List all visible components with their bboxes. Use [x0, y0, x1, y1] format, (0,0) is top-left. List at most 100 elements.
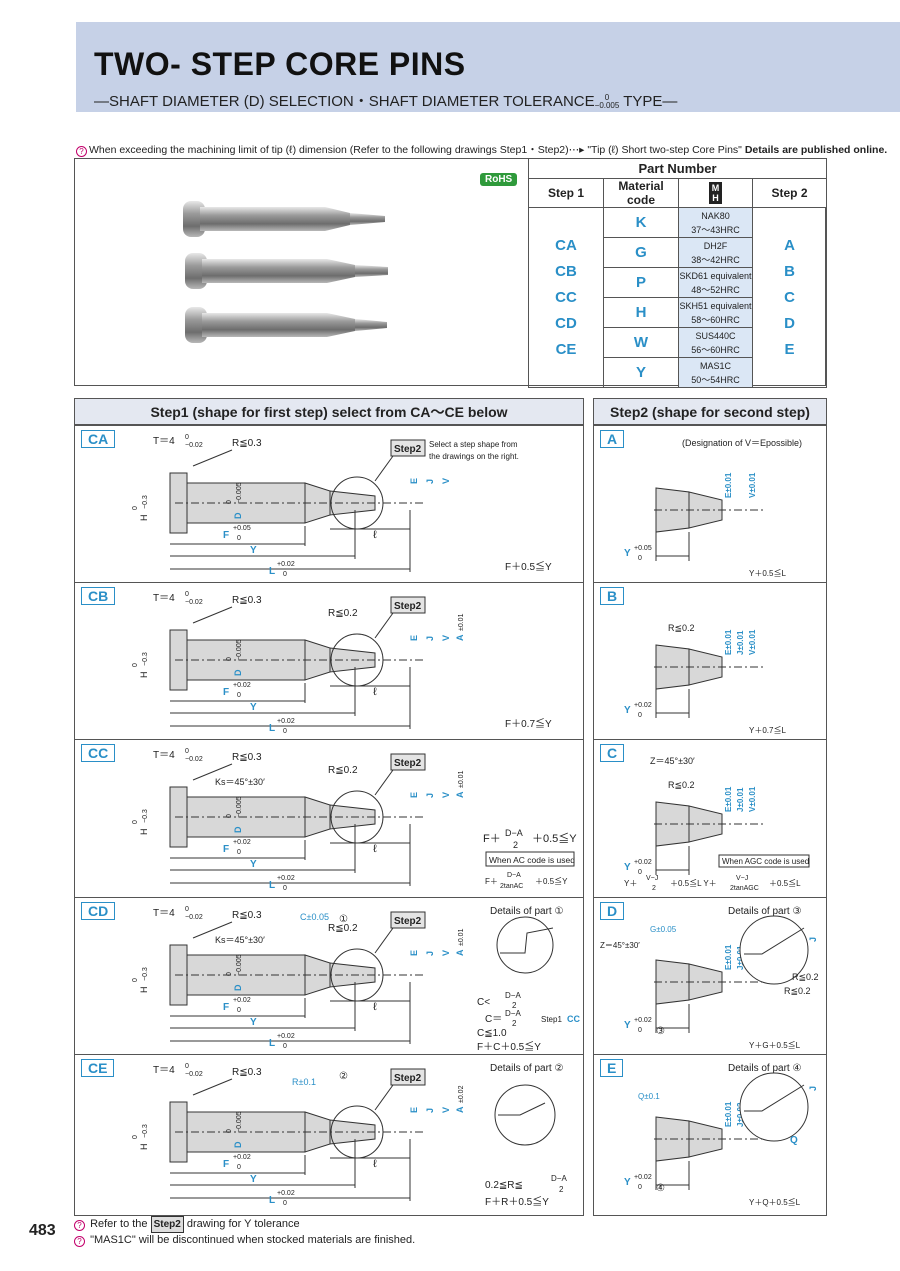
- detail-edge: [500, 927, 554, 954]
- formula: F＋0.7≦Y: [505, 717, 552, 730]
- y-label: Y: [624, 1020, 631, 1031]
- l-label: L: [269, 1038, 275, 1049]
- page-number: 483: [29, 1222, 56, 1239]
- e-label: E: [409, 792, 419, 798]
- f-tol: 0: [237, 692, 241, 699]
- t-tol: −0.02: [185, 442, 203, 449]
- g-label: G±0.05: [650, 925, 677, 934]
- h-label: H: [139, 829, 149, 836]
- v-label: V: [441, 950, 451, 956]
- d-tol: −0.005: [236, 482, 243, 504]
- note-box: [485, 851, 575, 867]
- y-tol: 0: [638, 869, 642, 876]
- rohs-badge: RoHS: [480, 173, 518, 186]
- t-tol: 0: [185, 906, 189, 913]
- f-label: F: [223, 844, 229, 855]
- l-label: L: [269, 880, 275, 891]
- formula: C<: [477, 997, 490, 1008]
- y-tol: 0: [638, 1027, 642, 1034]
- d-label: D: [233, 512, 243, 519]
- step2-tag: C: [600, 744, 625, 762]
- e-label: E: [409, 950, 419, 956]
- f-tol: 0: [237, 535, 241, 542]
- detail-edge: [498, 1102, 546, 1116]
- detail-edge: [744, 1084, 805, 1112]
- machining-note: ?When exceeding the machining limit of t…: [76, 142, 887, 157]
- r-label: R≦0.3: [232, 438, 262, 449]
- v-label: V: [441, 1107, 451, 1113]
- r-leader: [192, 921, 233, 939]
- a-tol: ±0.01: [458, 613, 465, 631]
- note-text: When AGC code is used: [722, 857, 809, 866]
- r-label: R≦0.2: [784, 986, 811, 996]
- j-label: J±0.01: [736, 630, 745, 655]
- t-tol: 0: [185, 591, 189, 598]
- detail-number: ④: [656, 1183, 665, 1194]
- detail-edge: [744, 927, 805, 955]
- t-tol: −0.02: [185, 756, 203, 763]
- pin-image-3: [185, 307, 387, 343]
- formula: Y＋0.5≦L: [749, 568, 786, 578]
- material-code: P: [603, 267, 679, 298]
- subtitle-type: TYPE—: [623, 93, 678, 110]
- f-tol: 0: [237, 849, 241, 856]
- pin-outline: [169, 944, 425, 1044]
- ell-label: ℓ: [373, 1158, 377, 1170]
- d-label: D: [233, 669, 243, 676]
- formula-num: D−A: [551, 1174, 567, 1183]
- pin-outline: [169, 472, 425, 572]
- pin-outline: [169, 786, 425, 886]
- step2-tag-box: [390, 1068, 426, 1086]
- col-step2: Step 2: [752, 178, 827, 208]
- t-tol: −0.02: [185, 914, 203, 921]
- detail-circle-large: [739, 1072, 809, 1142]
- e-label: E±0.01: [724, 944, 733, 970]
- y-tol: +0.02: [634, 859, 652, 866]
- r-label: R≦0.3: [232, 595, 262, 606]
- v-label: V: [441, 635, 451, 641]
- formula-num: D−A: [505, 991, 521, 1000]
- v-label: V: [441, 792, 451, 798]
- step2-tag: E: [600, 1059, 624, 1077]
- formula: F＋R＋0.5≦Y: [485, 1195, 549, 1208]
- step2-tag: Step2: [394, 444, 422, 455]
- f-label: F: [223, 1002, 229, 1013]
- pin-shaft: [186, 482, 306, 524]
- r-tol-label: R±0.1: [292, 1077, 316, 1087]
- material-code: G: [603, 237, 679, 268]
- r-label: R≦0.3: [232, 752, 262, 763]
- e-label: E±0.01: [724, 1101, 733, 1127]
- a-label: A: [455, 949, 465, 956]
- d-tol: −0.005: [236, 1111, 243, 1133]
- j-label: J: [808, 937, 818, 942]
- r-label: R≦0.2: [792, 972, 819, 982]
- t-label: T＝4: [153, 1065, 175, 1076]
- formula: Y＋Q＋0.5≦L: [749, 1197, 801, 1207]
- detail-title: Details of part ④: [728, 1063, 801, 1074]
- l-tol: 0: [283, 571, 287, 578]
- f-label: F: [223, 1159, 229, 1170]
- pin-shaft: [186, 1111, 306, 1153]
- tip-outline: [654, 959, 764, 1033]
- pin-image-2: [185, 253, 388, 289]
- detail-number: ③: [656, 1026, 665, 1037]
- t-label: T＝4: [153, 593, 175, 604]
- t-tol: −0.02: [185, 1071, 203, 1078]
- step2-tag: B: [600, 587, 625, 605]
- j-label: J: [425, 793, 435, 798]
- ell-label: ℓ: [373, 843, 377, 855]
- step1-tag: CA: [81, 430, 116, 448]
- e-label: E: [409, 478, 419, 484]
- f-tol: +0.05: [233, 525, 251, 532]
